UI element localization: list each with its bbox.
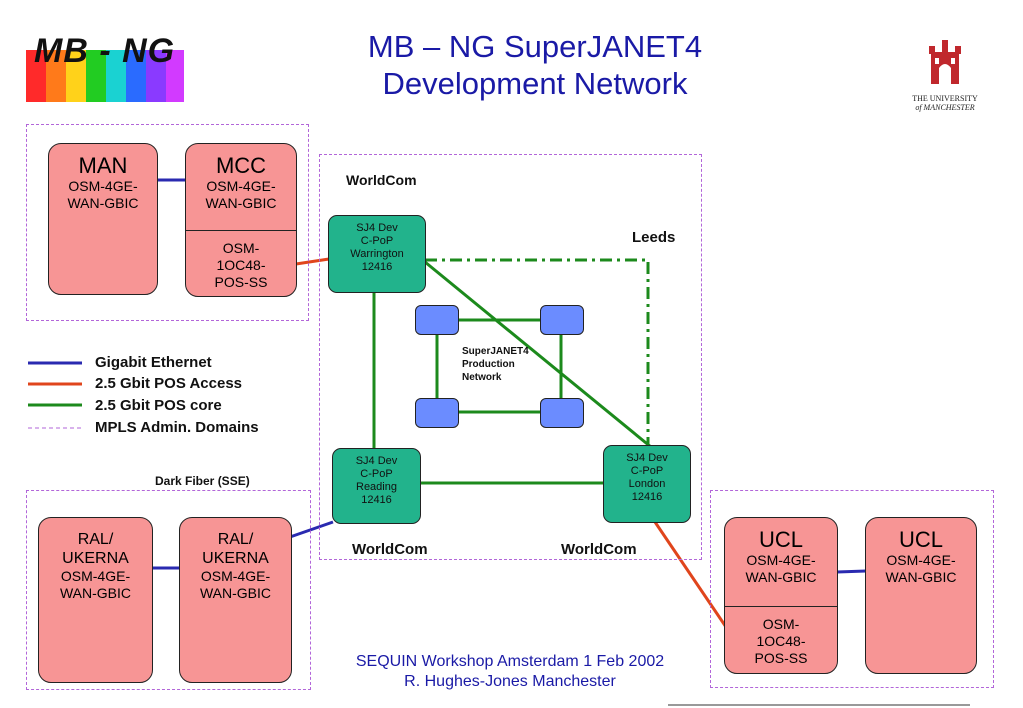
crest-icon bbox=[929, 40, 961, 84]
router-man: MAN OSM-4GE- WAN-GBIC bbox=[48, 143, 158, 295]
label-dark-fiber: Dark Fiber (SSE) bbox=[155, 474, 250, 488]
label-leeds: Leeds bbox=[632, 229, 676, 246]
legend-mpls: MPLS Admin. Domains bbox=[95, 419, 259, 436]
link-warrington-london bbox=[424, 260, 652, 449]
domain-worldcom bbox=[319, 154, 702, 560]
domain-manchester bbox=[26, 124, 309, 321]
link-mcc-warrington bbox=[295, 257, 330, 266]
production-router-bl bbox=[415, 398, 459, 428]
university-logo: THE UNIVERSITY of MANCHESTER bbox=[900, 38, 990, 118]
label-worldcom-left: WorldCom bbox=[352, 541, 428, 558]
router-ral-1: RAL/ UKERNA OSM-4GE- WAN-GBIC bbox=[38, 517, 153, 683]
domain-ucl bbox=[710, 490, 994, 688]
label-worldcom-right: WorldCom bbox=[561, 541, 637, 558]
label-worldcom-top: WorldCom bbox=[346, 172, 417, 188]
link-london-ucl1 bbox=[653, 521, 728, 628]
cpop-reading: SJ4 Dev C-PoP Reading 12416 bbox=[332, 448, 421, 524]
legend-pos-core: 2.5 Gbit POS core bbox=[95, 397, 222, 414]
mbng-logo: MB - NG bbox=[26, 32, 184, 102]
router-ucl-2: UCL OSM-4GE- WAN-GBIC bbox=[865, 517, 977, 674]
legend-pos-access: 2.5 Gbit POS Access bbox=[95, 375, 243, 392]
page-title: MB – NG SuperJANET4 Development Network bbox=[367, 29, 703, 101]
production-network-label: SuperJANET4 Production Network bbox=[462, 346, 529, 383]
production-router-tl bbox=[415, 305, 459, 335]
footer: SEQUIN Workshop Amsterdam 1 Feb 2002 R. … bbox=[355, 653, 665, 690]
production-router-tr bbox=[540, 305, 584, 335]
domain-ral bbox=[26, 490, 311, 690]
link-ral2-reading bbox=[289, 520, 334, 539]
production-router-br bbox=[540, 398, 584, 428]
router-ucl-1: UCL OSM-4GE- WAN-GBIC OSM- 1OC48- POS-SS bbox=[724, 517, 838, 674]
cpop-warrington: SJ4 Dev C-PoP Warrington 12416 bbox=[328, 215, 426, 293]
legend-gigabit: Gigabit Ethernet bbox=[95, 354, 212, 371]
mbng-logo-text: MB - NG bbox=[34, 32, 176, 70]
router-mcc: MCC OSM-4GE- WAN-GBIC OSM- 1OC48- POS-SS bbox=[185, 143, 297, 297]
cpop-london: SJ4 Dev C-PoP London 12416 bbox=[603, 445, 691, 523]
link-ucl1-ucl2 bbox=[836, 569, 867, 574]
router-ral-2: RAL/ UKERNA OSM-4GE- WAN-GBIC bbox=[179, 517, 292, 683]
